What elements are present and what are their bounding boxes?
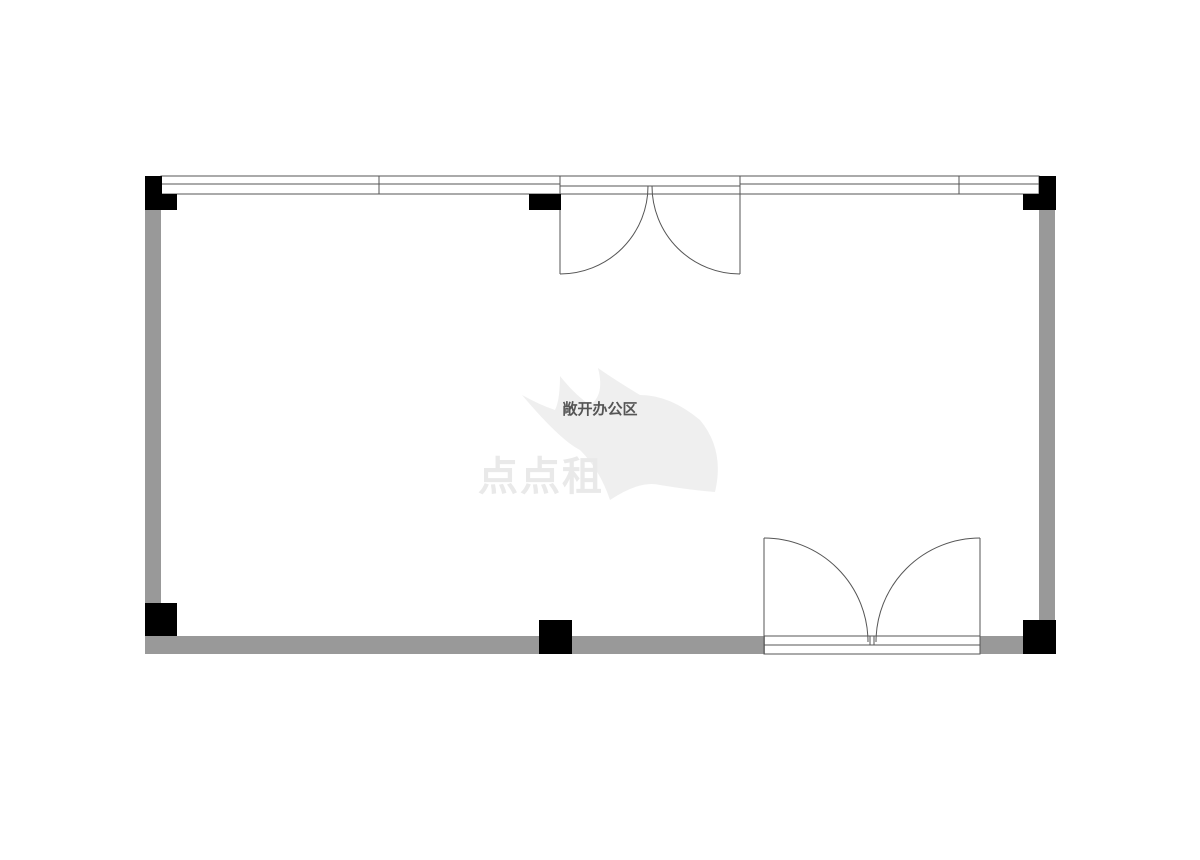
column-top-left-foot: [145, 194, 177, 210]
column-bottom-right: [1023, 620, 1056, 654]
watermark-text: 点点租: [478, 454, 604, 500]
watermark-fox-shape: [522, 368, 718, 500]
column-bottom-center: [539, 620, 572, 654]
door-swing-arc-right: [875, 537, 981, 643]
door-swing-arc-left: [763, 537, 869, 643]
door-swing-arc-left: [559, 185, 649, 275]
column-top-center: [529, 194, 561, 210]
walls: [145, 176, 1055, 654]
watermark-logo: 点点租: [478, 368, 718, 500]
window-top: [160, 175, 1040, 195]
room-label-open-office: 敞开办公区: [562, 400, 637, 418]
window-frame: [160, 175, 1040, 195]
column-bottom-left: [145, 603, 177, 636]
wall-bottom-left: [145, 636, 765, 654]
column-top-right-foot: [1023, 194, 1056, 210]
door-swing-arc-right: [651, 185, 741, 275]
door-bottom: [763, 537, 981, 655]
door-top: [559, 185, 741, 275]
wall-left: [145, 176, 161, 654]
columns: [145, 176, 1056, 654]
wall-right: [1039, 176, 1055, 654]
